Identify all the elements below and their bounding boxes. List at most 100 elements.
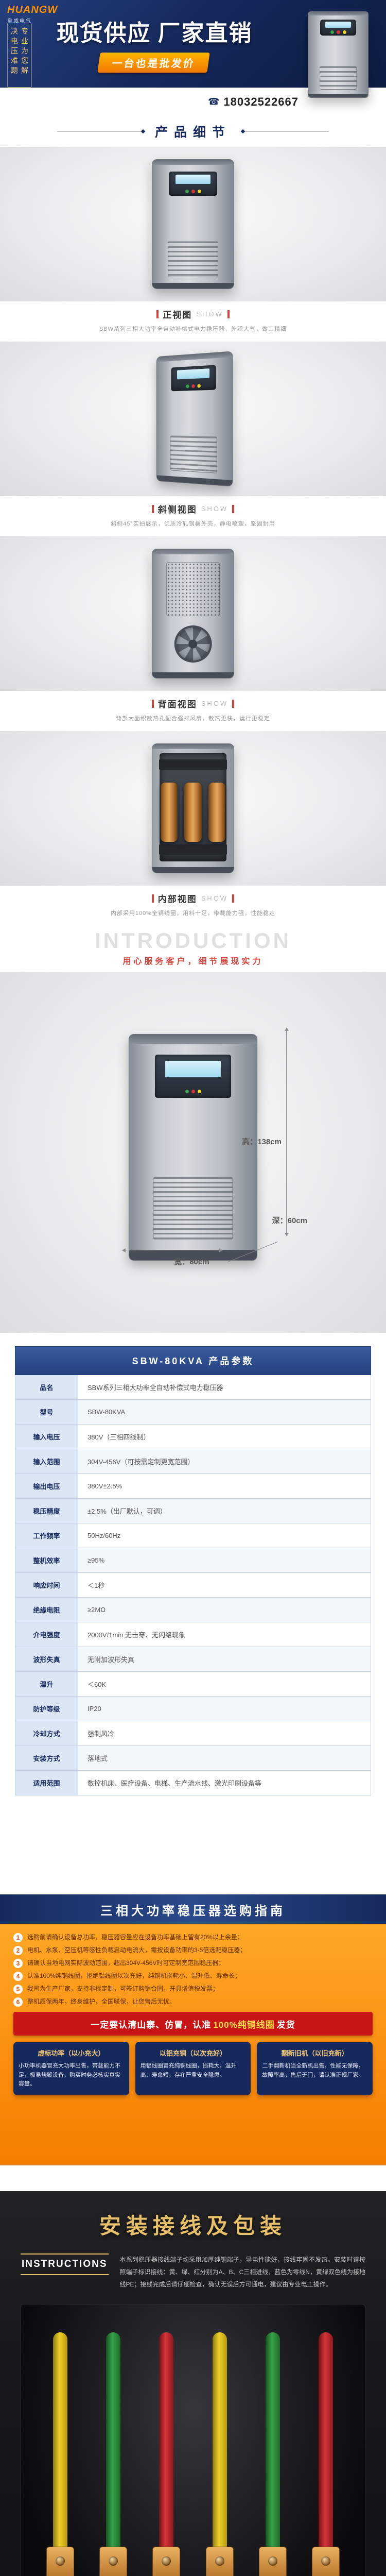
indicator-light bbox=[191, 1090, 195, 1094]
control-panel bbox=[168, 171, 218, 196]
indicator-light bbox=[336, 30, 340, 35]
install-section: 安装接线及包装 INSTRUCTIONS 本系列稳压器接线端子均采用加厚纯铜端子… bbox=[0, 2191, 386, 2576]
caption-accent bbox=[151, 894, 154, 903]
scam-box-text: 二手翻新机当全新机出售，性能无保障，故障率高，售后无门，请认准正规厂家。 bbox=[262, 2063, 364, 2078]
warning-text: 一定要认清山寨、仿冒，认准 bbox=[91, 2020, 212, 2030]
cabinet-top bbox=[152, 549, 234, 554]
indicator-light bbox=[197, 190, 201, 194]
introduction-subtitle: 用心服务客户，细节展现实力 bbox=[122, 957, 264, 966]
vent-grille bbox=[320, 65, 357, 90]
spec-label: 防护等级 bbox=[15, 1696, 78, 1721]
terminal bbox=[152, 2332, 181, 2576]
stabilizer-cabinet-graphic bbox=[152, 743, 234, 873]
height-label: 高：138cm bbox=[242, 1137, 282, 1146]
wire-green bbox=[106, 2332, 121, 2549]
caption-accent bbox=[232, 699, 235, 708]
spec-value: ≥2MΩ bbox=[78, 1597, 371, 1622]
spec-value: 380V（三相四线制） bbox=[78, 1424, 371, 1449]
spec-label: 安装方式 bbox=[15, 1745, 78, 1771]
width-label: 宽：80cm bbox=[174, 1258, 209, 1266]
wire-yellow bbox=[212, 2332, 227, 2549]
spec-value: 落地式 bbox=[78, 1745, 371, 1771]
spec-label: 品名 bbox=[15, 1375, 78, 1400]
terminal bbox=[46, 2332, 75, 2576]
vertical-slogan: 专业为您解决电压难题 bbox=[7, 23, 32, 88]
caption-line: 内部视图 SHOW bbox=[0, 892, 386, 905]
photo-section-front: 正视图 SHOW SBW系列三相大功率全自动补偿式电力稳压器，外观大气，做工精细 bbox=[0, 147, 386, 342]
table-row: 安装方式落地式 bbox=[15, 1745, 371, 1771]
spec-value: 304V-456V（可按需定制更宽范围） bbox=[78, 1449, 371, 1474]
control-panel bbox=[154, 1055, 232, 1098]
brand-logo-subtext: 皇威电气 bbox=[7, 19, 32, 24]
banner-title: 现货供应 厂家直销 bbox=[56, 21, 253, 46]
indicator-light bbox=[191, 190, 195, 194]
copper-lug bbox=[258, 2547, 287, 2576]
copper-coil bbox=[184, 783, 202, 842]
table-row: 响应时间＜1秒 bbox=[15, 1572, 371, 1598]
guide-item-text: 电机、水泵、空压机等感性负载启动电流大，需按设备功率的3-5倍选配稳压器； bbox=[27, 1946, 247, 1954]
spec-value: IP20 bbox=[78, 1696, 371, 1721]
scam-box: 翻新旧机（以旧充新） 二手翻新机当全新机出售，性能无保障，故障率高，售后无门，请… bbox=[257, 2042, 373, 2095]
caption-subtitle: 内部采用100%全铜线圈，用料十足，带载能力强，性能稳定 bbox=[110, 910, 276, 917]
caption-en: SHOW bbox=[201, 700, 229, 707]
spec-value: SBW系列三相大功率全自动补偿式电力稳压器 bbox=[78, 1375, 371, 1400]
table-row: 稳压精度±2.5%（出厂默认，可调） bbox=[15, 1498, 371, 1523]
indicator-light bbox=[197, 384, 201, 388]
anti-counterfeit-warning: 一定要认清山寨、仿冒，认准 100%纯铜线圈 发货 bbox=[13, 2012, 373, 2036]
terminal bbox=[311, 2332, 340, 2576]
copper-coil bbox=[208, 783, 226, 842]
table-row: 绝缘电阻≥2MΩ bbox=[15, 1597, 371, 1622]
guide-item-text: 选购前请确认设备总功率，稳压器容量应在设备功率基础上留有20%以上余量； bbox=[27, 1934, 244, 1941]
panel-buttons bbox=[320, 30, 356, 35]
cooling-fan bbox=[174, 625, 212, 663]
spec-table-title: SBW-80KVA 产品参数 bbox=[15, 1346, 371, 1375]
table-row: 整机效率≥95% bbox=[15, 1548, 371, 1573]
indicator-light bbox=[191, 384, 195, 388]
table-row: 冷却方式强制风冷 bbox=[15, 1721, 371, 1746]
control-panel bbox=[320, 19, 356, 36]
indicator-light bbox=[330, 30, 334, 35]
photo-section-internal: 内部视图 SHOW 内部采用100%全铜线圈，用料十足，带载能力强，性能稳定 bbox=[0, 731, 386, 926]
indicator-light bbox=[185, 384, 189, 388]
install-title: 安装接线及包装 bbox=[99, 2215, 287, 2239]
photo-caption: 背面视图 SHOW 背部大面积散热孔配合强排风扇，散热更快，运行更稳定 bbox=[0, 691, 386, 731]
panel-buttons bbox=[169, 190, 218, 194]
vent-grille bbox=[153, 1176, 233, 1240]
spec-label: 温升 bbox=[15, 1671, 78, 1697]
guide-item-text: 我司为生产厂家，支持非标定制，可签订购销合同，开具增值税发票； bbox=[27, 1985, 219, 1992]
photo-front-view bbox=[0, 147, 386, 301]
caption-en: SHOW bbox=[201, 505, 229, 513]
spec-label: 输入电压 bbox=[15, 1424, 78, 1449]
spec-label: 工作频率 bbox=[15, 1523, 78, 1548]
spec-label: 适用范围 bbox=[15, 1770, 78, 1795]
indicator-light bbox=[342, 30, 346, 35]
caption-text: 正视图 bbox=[163, 310, 192, 320]
product-details-title: 产品细节 bbox=[154, 125, 231, 140]
terminal bbox=[205, 2332, 234, 2576]
guide-item-text: 整机质保两年，终身维护，全国联保，让您售后无忧。 bbox=[27, 1998, 176, 2005]
spec-value: 2000V/1min 无击穿、无闪络现象 bbox=[78, 1622, 371, 1647]
indicator-light bbox=[185, 190, 189, 194]
spec-value: ＜1秒 bbox=[78, 1572, 371, 1598]
height-dimension-line bbox=[284, 1027, 289, 1236]
scam-box: 虚标功率（以小充大） 小功率机器冒充大功率出售，带载能力不足，极易烧毁设备，购买… bbox=[13, 2042, 129, 2095]
phone-number: 18032522667 bbox=[223, 95, 299, 108]
photo-back-view bbox=[0, 536, 386, 691]
caption-subtitle: SBW系列三相大功率全自动补偿式电力稳压器，外观大气，做工精细 bbox=[99, 326, 287, 332]
copper-lug bbox=[311, 2547, 340, 2576]
caption-en: SHOW bbox=[201, 894, 229, 902]
spec-value: ＜60K bbox=[78, 1671, 371, 1697]
voltage-display bbox=[165, 1061, 221, 1077]
cabinet-base bbox=[129, 1250, 257, 1260]
cabinet-top bbox=[308, 12, 368, 15]
table-row: 适用范围数控机床、医疗设备、电梯、生产流水线、激光印刷设备等 bbox=[15, 1770, 371, 1795]
contact-strip: ☎ 18032522667 bbox=[0, 88, 386, 116]
